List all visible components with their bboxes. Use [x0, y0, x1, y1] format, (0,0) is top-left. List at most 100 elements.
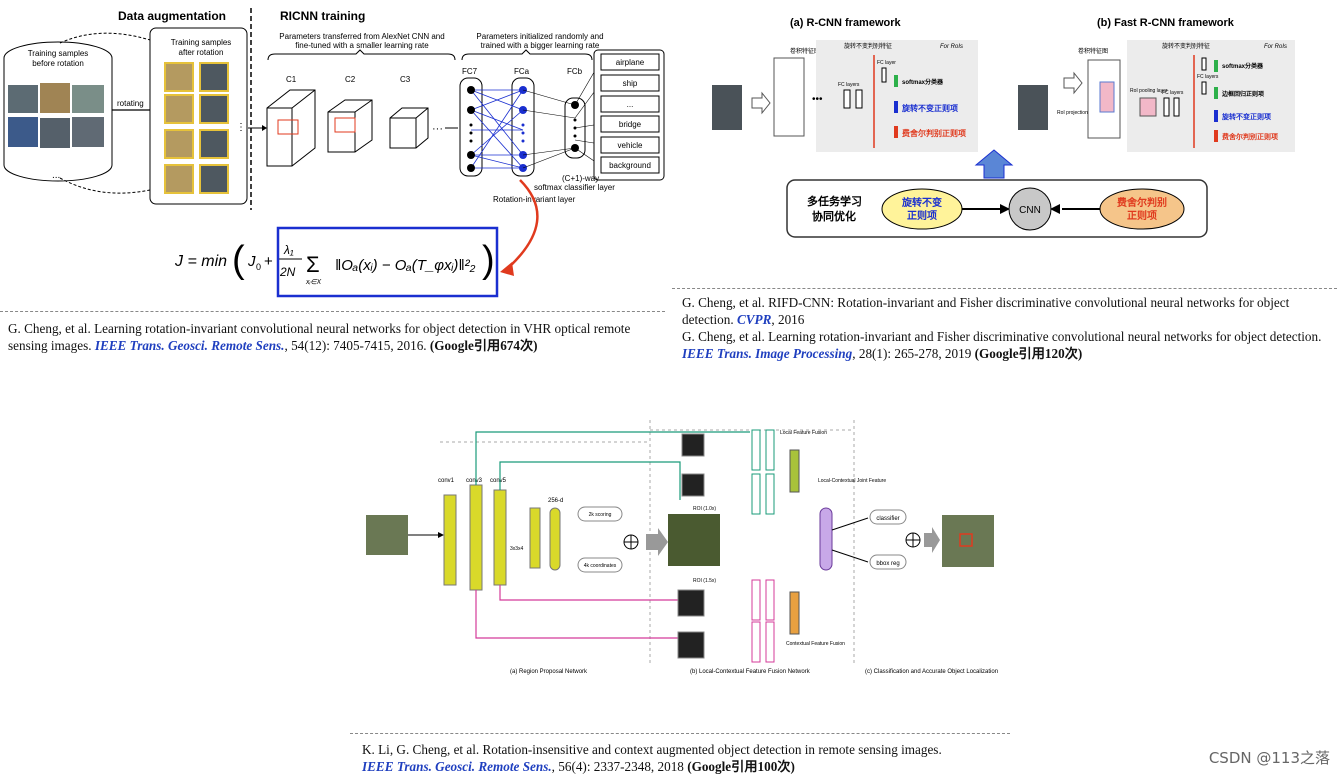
svg-text:Local-Contextual Joint Feature: Local-Contextual Joint Feature: [818, 478, 886, 484]
params-right-2: trained with a bigger learning rate: [481, 41, 600, 50]
heading-data-augmentation: Data augmentation: [118, 9, 226, 23]
svg-text:2N: 2N: [279, 265, 296, 279]
title-rcnn: (a) R-CNN framework: [790, 17, 902, 29]
class-airplane: airplane: [616, 58, 645, 67]
svg-text:0: 0: [256, 262, 261, 272]
svg-text:FC layer: FC layer: [877, 60, 896, 66]
svg-text:...: ...: [52, 170, 60, 181]
svg-text:xᵢ∈X: xᵢ∈X: [305, 279, 321, 286]
sample-car: [72, 117, 104, 147]
svg-text:For RoIs: For RoIs: [940, 44, 963, 50]
svg-text:•••: •••: [812, 94, 823, 105]
layer-c2: C2: [345, 75, 356, 84]
svg-text:+: +: [264, 253, 273, 270]
svg-text:4k coordinates: 4k coordinates: [584, 563, 617, 569]
proposal-map: [668, 514, 720, 566]
caption-c: (c) Classification and Accurate Object L…: [865, 669, 998, 675]
svg-text:···: ···: [432, 123, 443, 135]
conv1-label: conv1: [438, 478, 455, 484]
layer-fc7: FC7: [462, 67, 478, 76]
svg-text:卷积特征图: 卷积特征图: [790, 47, 820, 55]
svg-text:256-d: 256-d: [548, 498, 563, 504]
params-left-1: Parameters transferred from AlexNet CNN …: [279, 32, 444, 41]
svg-text:Contextual Feature Fusion: Contextual Feature Fusion: [786, 641, 845, 647]
svg-text:J: J: [247, 253, 256, 270]
svg-text:RoI pooling layer: RoI pooling layer: [1130, 88, 1168, 94]
watermark: CSDN @113之落: [1208, 749, 1330, 767]
sample-ships: [8, 117, 38, 147]
conv5-label: conv5: [490, 478, 507, 484]
svg-text:FC layers: FC layers: [1197, 74, 1219, 80]
layer-c1: C1: [286, 75, 297, 84]
svg-text:FC layers: FC layers: [838, 82, 860, 88]
input-image: [366, 515, 408, 555]
after-label-1: Training samples: [171, 38, 232, 47]
svg-text:3x3x4: 3x3x4: [510, 546, 524, 552]
citation-4: K. Li, G. Cheng, et al. Rotation-insensi…: [362, 742, 942, 774]
svg-text:bbox reg: bbox reg: [876, 561, 899, 567]
svg-text:For RoIs: For RoIs: [1264, 44, 1287, 50]
equation-box-term: ‖Oₐ(xᵢ) − Oₐ(T_φxᵢ)‖²₂: [335, 257, 476, 274]
rotating-label: rotating: [117, 99, 144, 108]
svg-text:softmax分类器: softmax分类器: [902, 78, 944, 86]
layer-c3: C3: [400, 75, 411, 84]
sample-field: [40, 83, 70, 113]
sample-road: [72, 85, 104, 113]
svg-text:softmax分类器: softmax分类器: [1222, 62, 1264, 70]
class-bridge: bridge: [619, 120, 642, 129]
up-arrow: [974, 149, 1014, 179]
caption-a: (a) Region Proposal Network: [510, 669, 588, 675]
sample-airplane: [8, 85, 38, 113]
rot-oval-2: 正则项: [907, 209, 937, 222]
svg-text:旋转不变判别特征: 旋转不变判别特征: [844, 42, 892, 50]
svg-text:FC layers: FC layers: [1162, 90, 1184, 96]
svg-text:Σ: Σ: [306, 252, 320, 277]
multitask-line1: 多任务学习: [807, 194, 862, 208]
fisher-oval-1: 费舍尔判别: [1117, 196, 1167, 209]
svg-text:⋮: ⋮: [236, 122, 246, 133]
equation-lhs: J = min: [174, 253, 227, 270]
svg-text:ROI (1.0x): ROI (1.0x): [693, 506, 716, 512]
svg-text:旋转不变正则项: 旋转不变正则项: [901, 103, 958, 113]
class-ship: ship: [623, 79, 638, 88]
citation-2: G. Cheng, et al. RIFD-CNN: Rotation-inva…: [682, 295, 1290, 327]
multitask-line2: 协同优化: [812, 209, 856, 223]
red-arrow: [507, 179, 539, 269]
svg-text:ROI (1.5x): ROI (1.5x): [693, 578, 716, 584]
rifd-cnn-figure: (a) R-CNN framework (b) Fast R-CNN frame…: [712, 17, 1295, 238]
svg-text:费舍尔判别正则项: 费舍尔判别正则项: [902, 128, 966, 138]
caption-b: (b) Local-Contextual Feature Fusion Netw…: [690, 669, 811, 675]
after-label-2: after rotation: [179, 48, 224, 57]
svg-text:费舍尔判别正则项: 费舍尔判别正则项: [1222, 132, 1278, 141]
fisher-oval-2: 正则项: [1127, 209, 1157, 222]
cnn-circle: CNN: [1019, 205, 1041, 216]
params-right-1: Parameters initialized randomly and: [476, 32, 603, 41]
classifier-label-2: softmax classifier layer: [534, 183, 615, 192]
svg-text:classifier: classifier: [876, 516, 899, 522]
citation-3: G. Cheng, et al. Learning rotation-invar…: [682, 329, 1322, 361]
svg-text:λ₁: λ₁: [283, 243, 294, 257]
svg-text:边框回归正则项: 边框回归正则项: [1221, 90, 1264, 98]
conv3-label: conv3: [466, 478, 483, 484]
class-ellipsis: ...: [627, 100, 634, 109]
sample-tank: [40, 118, 70, 148]
ricnn-figure: Data augmentation RICNN training Trainin…: [3, 8, 665, 298]
before-label-2: before rotation: [32, 59, 84, 68]
before-label-1: Training samples: [28, 49, 89, 58]
context-detection-figure: conv1 conv3 conv5 256-d 3x3x4 2k scoring…: [366, 420, 998, 675]
svg-text:(: (: [232, 239, 245, 281]
citation-1: G. Cheng, et al. Learning rotation-invar…: [8, 321, 631, 353]
class-background: background: [609, 161, 651, 170]
rot-oval-1: 旋转不变: [901, 196, 942, 209]
svg-text:RoI projection: RoI projection: [1057, 110, 1088, 116]
svg-text:旋转不变判别特征: 旋转不变判别特征: [1162, 42, 1210, 50]
svg-text:Local Feature Fusion: Local Feature Fusion: [780, 430, 827, 436]
classifier-label-1: (C+1)-way: [562, 174, 599, 183]
equation-blue-box: [276, 226, 499, 298]
svg-text:旋转不变正则项: 旋转不变正则项: [1221, 112, 1271, 121]
params-left-2: fine-tuned with a smaller learning rate: [295, 41, 429, 50]
svg-text:卷积特征图: 卷积特征图: [1078, 47, 1108, 55]
layer-fcb: FCb: [567, 67, 583, 76]
output-image: [942, 515, 994, 567]
svg-text:): ): [482, 239, 495, 281]
